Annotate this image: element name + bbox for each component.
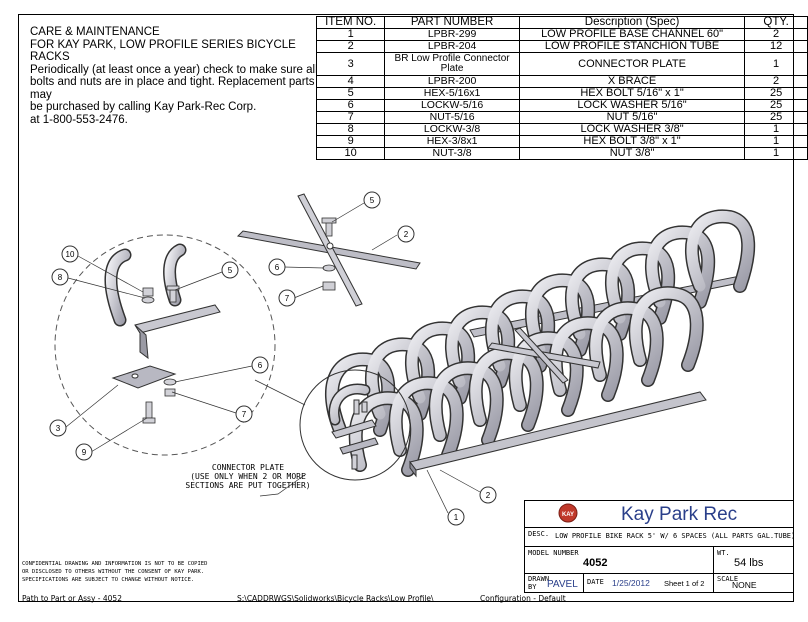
detail-tubes-fill — [105, 245, 185, 325]
footer-config: Configuration - Default — [480, 594, 566, 603]
svg-text:2: 2 — [486, 491, 491, 500]
stanchion-tubes — [324, 209, 756, 477]
callout-2: 12 — [479, 486, 497, 504]
confidential-line1: CONFIDENTIAL DRAWING AND INFORMATION IS … — [22, 561, 208, 567]
connector-detail-circle — [299, 369, 411, 481]
callout-label: 3 — [56, 424, 61, 433]
kay-park-logo: KAY — [558, 503, 578, 523]
logo-text: KAY — [562, 512, 574, 518]
detail-base-channel — [134, 304, 221, 360]
callout-6-detail: 6 — [251, 356, 269, 374]
bom-item: 5 — [315, 87, 386, 100]
model-label: MODEL NUMBER — [528, 549, 579, 557]
model-number: 4052 — [583, 557, 608, 569]
detail-hardware — [141, 285, 180, 424]
weight-value: 54 lbs — [734, 557, 764, 569]
detail-leader — [254, 379, 306, 406]
connector-note-line3: SECTIONS ARE PUT TOGETHER) — [185, 481, 311, 490]
title-block-scale: SCALE NONE — [713, 573, 794, 593]
callout-label: 7 — [242, 410, 247, 419]
callout-5-detail: 5 — [221, 261, 239, 279]
care-subtitle: FOR KAY PARK, LOW PROFILE SERIES BICYCLE… — [30, 38, 296, 64]
callout-label: 5 — [370, 196, 375, 205]
bom-item: 10 — [315, 147, 386, 160]
drawing-frame — [18, 14, 794, 602]
title-block-desc: DESC. LOW PROFILE BIKE RACK 5' W/ 6 SPAC… — [524, 527, 796, 547]
scale-label: SCALE — [717, 575, 739, 583]
connector-detail-contents — [328, 383, 379, 470]
callout-3: 3 — [49, 419, 67, 437]
callout-label: 8 — [58, 273, 63, 282]
bom-qty: 1 — [744, 52, 808, 76]
confidential-line2: OR DISCLOSED TO OTHERS WITHOUT THE CONSE… — [22, 569, 205, 575]
callout-label: 1 — [454, 513, 459, 522]
callout-label: 10 — [66, 250, 75, 259]
weight-label: WT. — [717, 549, 730, 557]
title-block-weight: WT. 54 lbs — [713, 546, 794, 574]
callout-8: 8 — [51, 268, 69, 286]
date-label: DATE — [587, 578, 604, 586]
x-brace-installed — [487, 327, 601, 384]
bom-part: NUT-3/8 — [384, 147, 520, 160]
footer-path: Path to Part or Assy - 4052 — [22, 594, 122, 603]
callout-label: 2 — [404, 230, 409, 239]
detail-circle — [54, 234, 276, 456]
callout-label: 9 — [82, 448, 87, 457]
drawn-label: DRAWN — [528, 575, 550, 583]
title-block-drawn: DRAWN BY PAVEL — [524, 573, 584, 593]
leader-lines — [65, 202, 481, 514]
callout-9: 9 — [75, 443, 93, 461]
company-name: Kay Park Rec — [621, 504, 738, 525]
by-label: BY — [528, 583, 537, 591]
bom-desc: CONNECTOR PLATE — [518, 52, 746, 76]
callout-7-detail: 7 — [235, 405, 253, 423]
care-text-4: at 1-800-553-2476. — [30, 113, 128, 126]
detail-connector-plate — [111, 365, 177, 389]
connector-plate-note: CONNECTOR PLATE (USE ONLY WHEN 2 OR MORE… — [178, 463, 318, 490]
sheet-number: Sheet 1 of 2 — [664, 579, 705, 588]
date-value: 1/25/2012 — [612, 578, 650, 588]
care-text-2: bolts and nuts are in place and tight. R… — [30, 76, 315, 101]
callout-6-top: 6 — [268, 258, 286, 276]
callout-10: 10 — [61, 245, 79, 263]
callout-4: 2 — [397, 225, 415, 243]
callout-label: 6 — [275, 263, 280, 272]
callout-label: 5 — [228, 266, 233, 275]
bom-header-row: ITEM NO. PART NUMBER Description (Spec) … — [315, 16, 808, 29]
connector-note-line2: (USE ONLY WHEN 2 OR MORE — [190, 472, 306, 481]
scale-value: NONE — [732, 580, 757, 590]
connector-note-line1: CONNECTOR PLATE — [211, 463, 285, 472]
care-title: CARE & MAINTENANCE — [30, 26, 160, 38]
callout-label: 7 — [285, 294, 290, 303]
title-block-model: MODEL NUMBER 4052 — [524, 546, 714, 574]
care-text-3: be purchased by calling Kay Park-Rec Cor… — [30, 101, 257, 113]
title-block-date: DATE 1/25/2012 Sheet 1 of 2 — [583, 573, 714, 593]
drawn-by: PAVEL — [547, 579, 578, 590]
callout-balloons: 5 2 6 7 10 8 5 6 7 3 9 12 1 — [49, 191, 497, 526]
base-channel-front — [409, 391, 707, 478]
care-text-1: Periodically (at least once a year) chec… — [30, 63, 318, 76]
confidential-line3: SPECIFICATIONS ARE SUBJECT TO CHANGE WIT… — [22, 577, 195, 583]
bom-desc: NUT 3/8" — [518, 147, 746, 160]
desc-label: DESC. — [528, 530, 550, 538]
bom-qty: 1 — [744, 147, 808, 160]
callout-label: 6 — [258, 361, 263, 370]
callout-5-top: 5 — [363, 191, 381, 209]
title-block-header: Kay Park Rec — [524, 500, 794, 528]
confidential-note: CONFIDENTIAL DRAWING AND INFORMATION IS … — [22, 560, 212, 584]
callout-1: 1 — [447, 508, 465, 526]
footer-file: S:\CADDRWGS\Solidworks\Bicycle Racks\Low… — [237, 594, 434, 603]
callout-7-top: 7 — [278, 289, 296, 307]
x-brace-hardware — [321, 217, 337, 291]
care-maintenance-note: CARE & MAINTENANCE FOR KAY PARK, LOW PRO… — [30, 26, 320, 126]
bill-of-materials: ITEM NO. PART NUMBER Description (Spec) … — [315, 16, 808, 160]
x-brace — [236, 193, 421, 307]
description: LOW PROFILE BIKE RACK 5' W/ 6 SPACES (AL… — [555, 532, 796, 540]
